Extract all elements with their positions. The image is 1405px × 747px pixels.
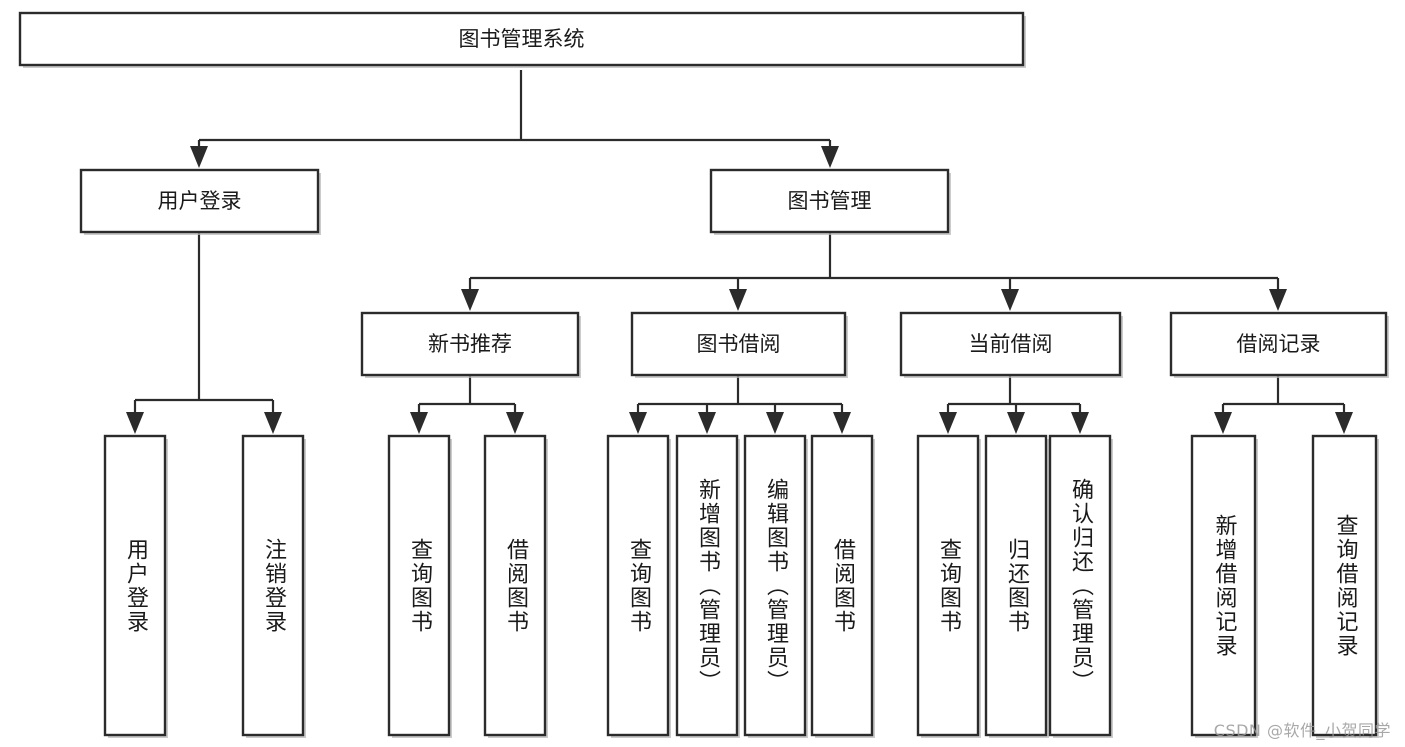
leaf-node[interactable] bbox=[241, 434, 306, 738]
leaf-node[interactable] bbox=[387, 434, 452, 738]
node-box[interactable] bbox=[675, 434, 739, 737]
connector-group-borrow-record-leaves bbox=[1214, 375, 1353, 434]
node-label: 图书管理系统 bbox=[459, 27, 585, 51]
level3-node[interactable] bbox=[899, 311, 1123, 378]
connector-group-borrow-book-to-leaves bbox=[629, 375, 851, 434]
node-box[interactable] bbox=[483, 434, 547, 737]
level2-node[interactable] bbox=[709, 168, 951, 235]
arrow-head-icon bbox=[264, 412, 282, 434]
arrow-head-icon bbox=[1007, 412, 1025, 434]
arrow-head-icon bbox=[190, 146, 208, 168]
leaf-node[interactable] bbox=[916, 434, 981, 738]
node-label: 新书推荐 bbox=[428, 332, 512, 356]
connector-group-book-mgmt-to-level3 bbox=[461, 232, 1287, 311]
node-box[interactable] bbox=[1311, 434, 1378, 737]
node-box[interactable] bbox=[606, 434, 670, 737]
arrow-head-icon bbox=[1269, 289, 1287, 311]
leaf-node[interactable] bbox=[743, 434, 808, 738]
node-box[interactable] bbox=[103, 434, 167, 737]
node-label: 图书借阅 bbox=[697, 332, 781, 356]
leaf-node[interactable] bbox=[606, 434, 671, 738]
leaf-node[interactable] bbox=[103, 434, 168, 738]
leaf-node[interactable] bbox=[675, 434, 740, 738]
node-box[interactable] bbox=[899, 311, 1122, 377]
arrow-head-icon bbox=[939, 412, 957, 434]
arrow-head-icon bbox=[833, 412, 851, 434]
level3-node[interactable] bbox=[360, 311, 581, 378]
arrow-head-icon bbox=[126, 412, 144, 434]
arrow-head-icon bbox=[506, 412, 524, 434]
arrow-head-icon bbox=[461, 289, 479, 311]
level2-node[interactable] bbox=[79, 168, 321, 235]
node-label: 借阅记录 bbox=[1237, 332, 1321, 356]
leaf-node[interactable] bbox=[1048, 434, 1113, 738]
arrow-head-icon bbox=[1335, 412, 1353, 434]
leaf-node[interactable] bbox=[810, 434, 875, 738]
connector-group-current-borrow-leaves bbox=[939, 375, 1089, 434]
connector-group-new-book-to-leaves bbox=[410, 375, 524, 434]
arrow-head-icon bbox=[766, 412, 784, 434]
arrow-head-icon bbox=[698, 412, 716, 434]
node-box[interactable] bbox=[916, 434, 980, 737]
arrow-head-icon bbox=[1001, 289, 1019, 311]
leaf-node[interactable] bbox=[483, 434, 548, 738]
arrow-head-icon bbox=[729, 289, 747, 311]
node-layer bbox=[18, 11, 1389, 738]
node-box[interactable] bbox=[1190, 434, 1257, 737]
node-box[interactable] bbox=[709, 168, 950, 234]
node-box[interactable] bbox=[1048, 434, 1112, 737]
node-box[interactable] bbox=[387, 434, 451, 737]
watermark-text: CSDN @软件_小贺同学 bbox=[1213, 721, 1391, 740]
arrow-head-icon bbox=[821, 146, 839, 168]
node-box[interactable] bbox=[18, 11, 1025, 67]
connector-layer bbox=[126, 70, 1353, 434]
node-box[interactable] bbox=[360, 311, 580, 377]
leaf-node[interactable] bbox=[984, 434, 1049, 738]
leaf-node[interactable] bbox=[1190, 434, 1258, 738]
arrow-head-icon bbox=[410, 412, 428, 434]
arrow-head-icon bbox=[1214, 412, 1232, 434]
connector-group-user-login-to-leaves bbox=[126, 232, 282, 434]
node-box[interactable] bbox=[241, 434, 305, 737]
node-label: 当前借阅 bbox=[969, 332, 1053, 356]
root-node[interactable] bbox=[18, 11, 1026, 68]
node-box[interactable] bbox=[79, 168, 320, 234]
node-box[interactable] bbox=[810, 434, 874, 737]
node-box[interactable] bbox=[984, 434, 1048, 737]
arrow-head-icon bbox=[629, 412, 647, 434]
connector-group-root-to-level2 bbox=[190, 70, 839, 168]
node-label: 用户登录 bbox=[158, 189, 242, 213]
node-box[interactable] bbox=[1169, 311, 1388, 377]
node-box[interactable] bbox=[743, 434, 807, 737]
node-box[interactable] bbox=[630, 311, 847, 377]
level3-node[interactable] bbox=[1169, 311, 1389, 378]
node-label: 图书管理 bbox=[788, 189, 872, 213]
arrow-head-icon bbox=[1071, 412, 1089, 434]
leaf-node[interactable] bbox=[1311, 434, 1379, 738]
level3-node[interactable] bbox=[630, 311, 848, 378]
